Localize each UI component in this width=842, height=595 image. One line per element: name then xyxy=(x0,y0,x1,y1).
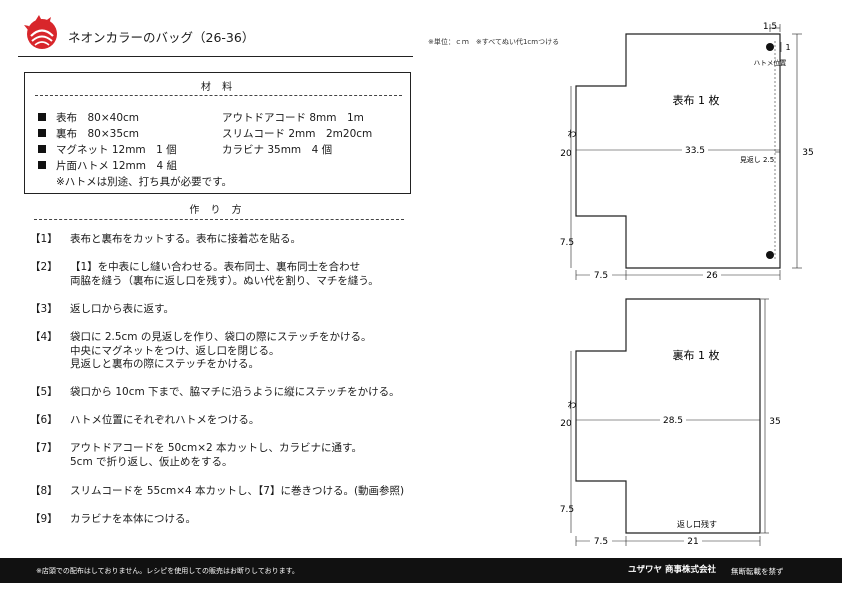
dim-label-bg xyxy=(590,270,612,280)
footer-note: ※店頭での配布はしておりません。レシピを使用しての販売はお断りしております。 xyxy=(36,567,299,575)
outer-fold-mark: わ xyxy=(567,129,576,140)
reprint-notice: 無断転載を禁ず xyxy=(731,567,784,576)
materials-heading: 材 料 xyxy=(200,82,237,93)
lining-pattern: 裏布 1 枚 わ 20 28.5 35 7.5 返し口残す 7.5 21 xyxy=(560,298,781,547)
material-item: スリムコード 2mm 2m20cm xyxy=(222,128,373,140)
step-number: 【9】 xyxy=(30,513,58,525)
outer-title: 表布 1 枚 xyxy=(673,93,720,107)
outer-dim-bottom-left: 7.5 xyxy=(560,238,574,248)
brand-name: ユザワヤ 商事株式会社 xyxy=(628,565,716,575)
dim-label-bg xyxy=(660,414,686,425)
yuzawaya-logo-icon xyxy=(24,15,57,49)
step-number: 【6】 xyxy=(30,414,58,426)
facing-label: 見返し 2.5 xyxy=(740,156,774,164)
material-item: 裏布 80×35cm xyxy=(38,126,139,141)
dim-label-bg xyxy=(682,144,708,155)
step-7: 【7】 アウトドアコードを 50cm×2 本カットし、カラビナに通す。 5cm … xyxy=(30,442,362,468)
footer-bar xyxy=(0,558,842,583)
materials-box: 材 料 表布 80×40cm 裏布 80×35cm マグネット 12mm 1 個… xyxy=(24,72,411,194)
step-4: 【4】 袋口に 2.5cm の見返しを作り、袋口の際にステッチをかける。 中央に… xyxy=(30,331,372,370)
step-number: 【2】 xyxy=(30,261,58,273)
lining-dim-notch-width: 7.5 xyxy=(594,537,608,547)
step-number: 【3】 xyxy=(30,303,58,315)
material-item: 表布 80×40cm xyxy=(38,110,139,125)
bullet-square-icon xyxy=(38,113,46,121)
step-number: 【7】 xyxy=(30,442,58,454)
dim-label-bg xyxy=(703,270,721,280)
step-number: 【8】 xyxy=(30,485,58,497)
lining-fold-mark: わ xyxy=(567,400,576,411)
title-divider xyxy=(18,56,413,57)
page-title: ネオンカラーのバッグ（26-36） xyxy=(68,30,255,45)
lining-dim-width: 28.5 xyxy=(663,416,683,426)
lining-dim-bottom-left: 7.5 xyxy=(560,505,574,515)
step-number: 【1】 xyxy=(30,233,58,245)
outer-dim-width: 33.5 xyxy=(685,146,705,156)
materials-dashed-rule xyxy=(35,95,402,96)
lining-dim-left: 20 xyxy=(560,419,572,429)
step-9: 【9】 カラビナを本体につける。 xyxy=(30,513,196,525)
material-item: アウトドアコード 8mm 1m xyxy=(222,112,364,124)
material-item: 片面ハトメ 12mm 4 組 xyxy=(38,158,177,173)
grommet-icon xyxy=(766,43,774,51)
lining-title: 裏布 1 枚 xyxy=(673,348,720,362)
step-8: 【8】 スリムコードを 55cm×4 本カットし、【7】に巻きつける。(動画参照… xyxy=(30,485,405,497)
step-1: 【1】 表布と裏布をカットする。表布に接着芯を貼る。 xyxy=(30,233,301,245)
outer-dim-height: 35 xyxy=(802,148,813,158)
dim-label-bg xyxy=(590,536,612,546)
howto-dashed-rule xyxy=(34,219,404,220)
lining-dim-body-width: 21 xyxy=(687,537,698,547)
outer-dim-body-width: 26 xyxy=(706,271,718,281)
material-item: マグネット 12mm 1 個 xyxy=(38,142,177,157)
material-item: カラビナ 35mm 4 個 xyxy=(222,144,333,156)
bullet-square-icon xyxy=(38,145,46,153)
unit-note: ※単位：ｃｍ ※すべてぬい代1cmつける xyxy=(428,38,560,46)
outer-dim-grommet: 1 xyxy=(785,43,790,52)
bullet-square-icon xyxy=(38,129,46,137)
step-5: 【5】 袋口から 10cm 下まで、脇マチに沿うように縦にステッチをかける。 xyxy=(30,386,400,398)
grommet-icon xyxy=(766,251,774,259)
step-number: 【4】 xyxy=(30,331,58,343)
step-2: 【2】 【1】を中表にし縫い合わせる。表布同士、裏布同士を合わせ 両脇を縫う（裏… xyxy=(30,261,379,287)
outer-dim-top: 1.5 xyxy=(763,22,777,32)
outer-dim-left: 20 xyxy=(560,149,572,159)
lining-pattern-outline xyxy=(575,298,761,534)
bullet-square-icon xyxy=(38,161,46,169)
howto-heading: 作 り 方 xyxy=(189,205,246,216)
lining-dim-height: 35 xyxy=(769,417,780,427)
outer-pattern-outline xyxy=(575,33,781,269)
opening-label: 返し口残す xyxy=(677,519,717,529)
dim-label-bg xyxy=(684,536,702,546)
step-number: 【5】 xyxy=(30,386,58,398)
outer-pattern: 1.5 1 ハトメ位置 表布 1 枚 わ 20 33.5 見返し 2.5 35 … xyxy=(560,22,814,281)
outer-dim-notch-width: 7.5 xyxy=(594,271,608,281)
step-3: 【3】 返し口から表に返す。 xyxy=(30,303,174,315)
step-6: 【6】 ハトメ位置にそれぞれハトメをつける。 xyxy=(30,414,260,426)
materials-note: ※ハトメは別途、打ち具が必要です。 xyxy=(56,176,233,188)
grommet-label: ハトメ位置 xyxy=(754,58,787,67)
